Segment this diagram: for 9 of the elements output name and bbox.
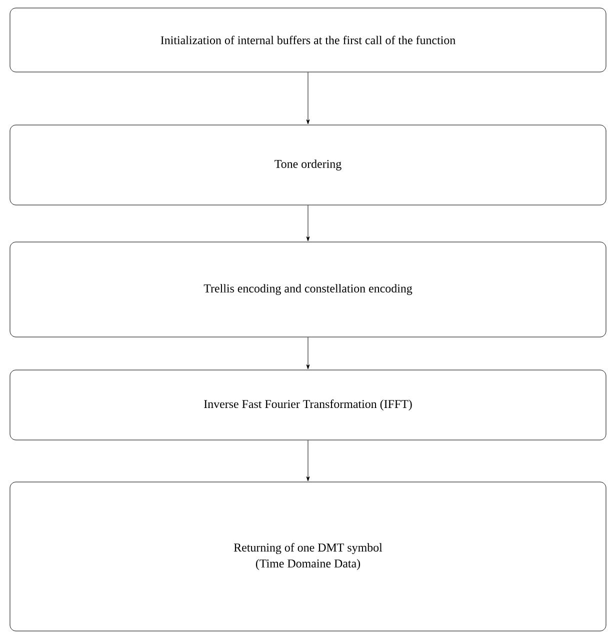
process-box: Tone ordering [10,124,606,206]
arrow [306,337,310,370]
process-box: Inverse Fast Fourier Transformation (IFFT) [10,370,606,440]
process-box: Returning of one DMT symbol (Time Domaine Data) [10,482,606,632]
arrow [306,205,310,242]
arrow [306,440,310,482]
process-box: Initialization of internal buffers at the first call of the function [10,8,606,72]
process-box: Trellis encoding and constellation encoding [10,242,606,338]
arrow [306,72,310,124]
